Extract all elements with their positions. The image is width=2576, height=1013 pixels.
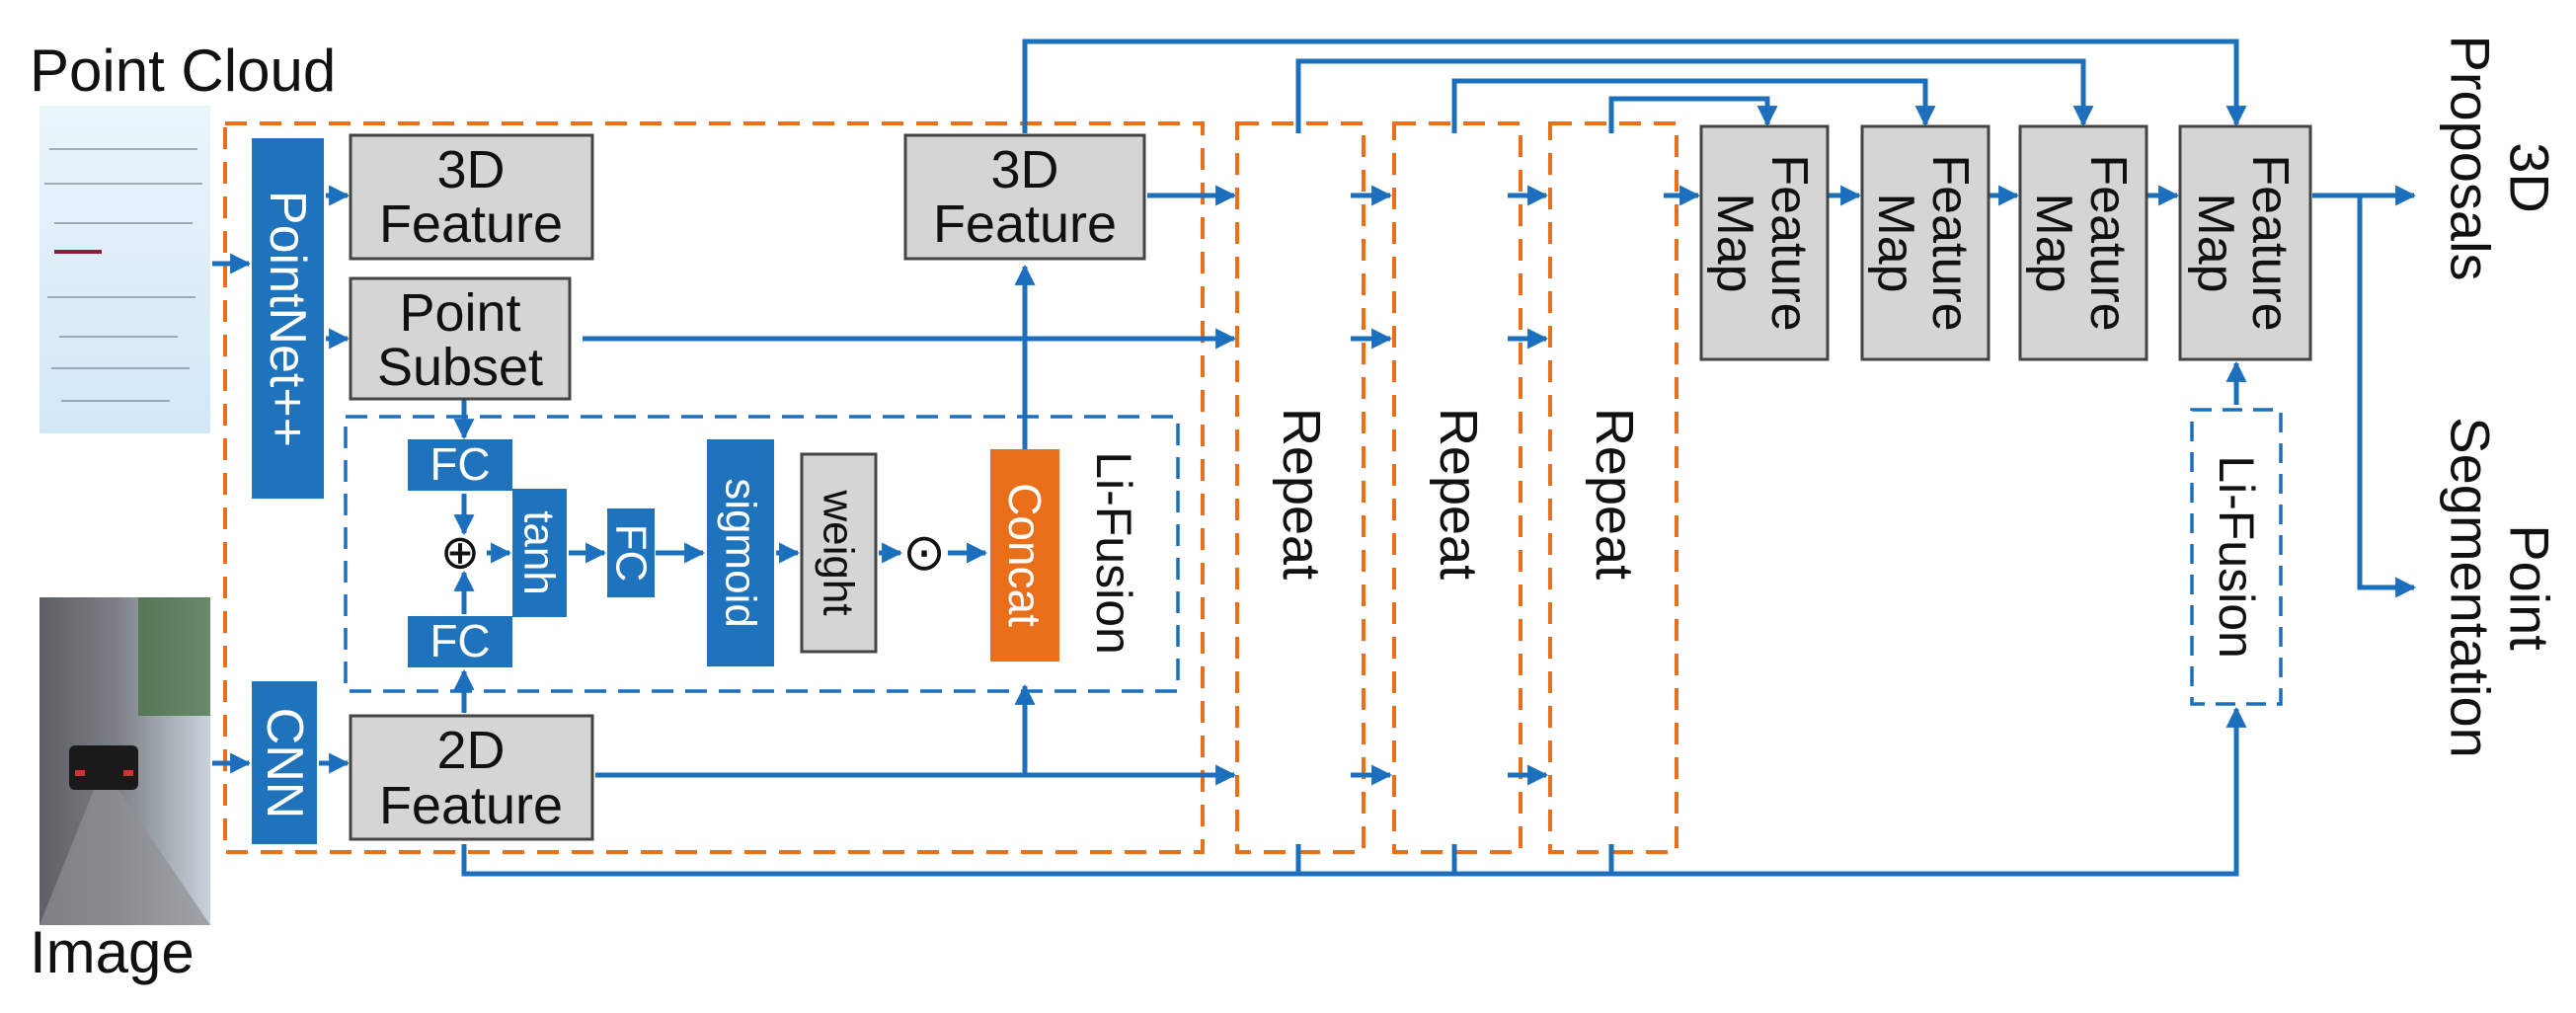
image-label: Image: [30, 919, 195, 985]
feature-3d-fused-block: 3D Feature: [903, 133, 1146, 261]
output-proposals-line1: 3D: [2499, 142, 2561, 213]
fc-bottom-block: FC: [408, 615, 512, 667]
point-subset-line2: Subset: [377, 338, 543, 397]
feature-map-1-line2: Map: [1706, 193, 1763, 292]
pointnet-label: PointNet++: [259, 191, 316, 447]
point-cloud-label: Point Cloud: [30, 38, 336, 104]
output-segmentation-line1: Point: [2499, 524, 2561, 651]
feature-map-2: Feature Map: [1860, 124, 1991, 361]
weight-block: weight: [800, 452, 878, 654]
repeat-label-1: Repeat: [1272, 408, 1331, 580]
feature-map-1-line1: Feature: [1760, 154, 1818, 331]
feature-map-4-line1: Feature: [2241, 154, 2299, 331]
fc-middle-label: FC: [607, 524, 656, 583]
repeat-label-3: Repeat: [1585, 408, 1644, 580]
feature-map-3: Feature Map: [2018, 124, 2148, 361]
decoder-li-fusion-label: Li-Fusion: [2209, 455, 2264, 659]
repeat-box-2: [1392, 121, 1522, 854]
concat-block: Concat: [990, 449, 1059, 662]
feature-map-2-line2: Map: [1867, 193, 1924, 292]
point-subset-block: Point Subset: [349, 276, 572, 401]
fc-top-block: FC: [408, 438, 512, 491]
output-proposals-line2: Proposals: [2440, 35, 2502, 280]
feature-map-3-line1: Feature: [2079, 154, 2137, 331]
feature-3d-fused-line1: 3D: [990, 140, 1058, 199]
cnn-encoder: CNN: [252, 681, 317, 844]
encoder-stage-box: [223, 121, 1205, 854]
output-segmentation-line2: Segmentation: [2440, 417, 2502, 758]
feature-2d-block: 2D Feature: [349, 714, 594, 841]
li-fusion-title: Li-Fusion: [1086, 451, 1141, 655]
fc-top-label: FC: [429, 438, 490, 490]
feature-3d-line2: Feature: [379, 195, 563, 254]
sigmoid-block: sigmoid: [707, 439, 774, 666]
feature-map-2-line1: Feature: [1921, 154, 1979, 331]
sigmoid-label: sigmoid: [717, 478, 765, 628]
concat-label: Concat: [999, 483, 1051, 627]
feature-map-3-line2: Map: [2025, 193, 2082, 292]
feature-3d-line1: 3D: [436, 140, 505, 199]
li-fusion-module-box: [344, 415, 1180, 693]
elementwise-sum-icon: ⊕: [440, 527, 480, 580]
tanh-label: tanh: [515, 510, 564, 595]
tanh-block: tanh: [512, 489, 567, 617]
fc-bottom-label: FC: [429, 615, 490, 666]
feature-map-4-line2: Map: [2187, 193, 2244, 292]
camera-image: [39, 597, 210, 925]
feature-3d-block: 3D Feature: [349, 133, 594, 261]
point-subset-line1: Point: [399, 283, 520, 343]
cnn-label: CNN: [256, 708, 313, 819]
connector-lines: [212, 39, 2417, 877]
repeat-label-2: Repeat: [1429, 408, 1488, 580]
feature-2d-line2: Feature: [379, 776, 563, 835]
feature-3d-fused-line2: Feature: [933, 195, 1117, 254]
pointnet-encoder: PointNet++: [252, 138, 324, 499]
elementwise-product-icon: ⊙: [902, 524, 946, 582]
feature-map-1: Feature Map: [1699, 124, 1830, 361]
decoder-li-fusion-box: [2190, 408, 2283, 706]
point-cloud-image: [39, 106, 210, 433]
fc-middle-block: FC: [607, 508, 656, 597]
feature-2d-line1: 2D: [436, 721, 505, 780]
feature-map-4: Feature Map: [2178, 124, 2312, 361]
weight-label: weight: [815, 489, 863, 615]
